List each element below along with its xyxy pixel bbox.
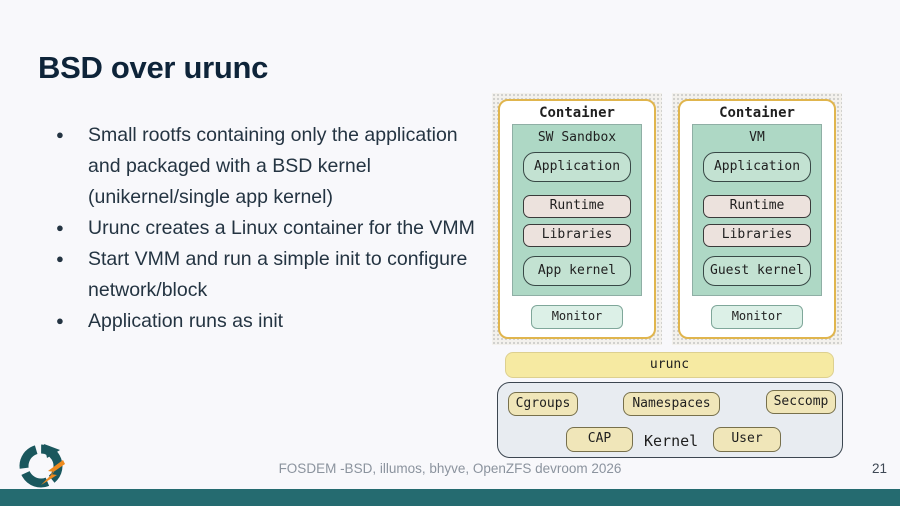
page-number: 21 (871, 461, 887, 476)
container-diagram-right: Container VM Application Runtime Librari… (672, 93, 842, 345)
bullet-text: Urunc creates a Linux container for the … (88, 217, 475, 239)
layer-application: Application (523, 152, 631, 182)
bullet-text: Application runs as init (88, 310, 284, 332)
bottom-accent-bar (0, 489, 900, 506)
bullet-text: Start VMM and run a simple init to confi… (88, 248, 468, 301)
kernel-box: Cgroups Namespaces Seccomp CAP Kernel Us… (497, 382, 843, 458)
kernel-feature-user: User (713, 427, 781, 452)
kernel-feature-cap: CAP (566, 427, 633, 452)
kernel-feature-cgroups: Cgroups (508, 392, 578, 416)
list-item: ● Small rootfs containing only the appli… (56, 120, 476, 213)
footer-text: FOSDEM -BSD, illumos, bhyve, OpenZFS dev… (278, 461, 622, 476)
container-label: Container (539, 105, 615, 121)
monitor-box: Monitor (711, 305, 803, 329)
kernel-feature-namespaces: Namespaces (623, 392, 720, 416)
list-item: ● Start VMM and run a simple init to con… (56, 244, 476, 306)
layer-libraries: Libraries (523, 224, 631, 247)
bullet-dot-icon: ● (56, 220, 64, 235)
bullet-dot-icon: ● (56, 251, 64, 266)
page-title: BSD over urunc (38, 50, 269, 85)
bullet-text: Small rootfs containing only the applica… (88, 124, 458, 208)
layer-application: Application (703, 152, 811, 182)
container-box: Container SW Sandbox Application Runtime… (498, 99, 656, 339)
kernel-feature-seccomp: Seccomp (766, 390, 836, 414)
bullet-dot-icon: ● (56, 127, 64, 142)
list-item: ● Urunc creates a Linux container for th… (56, 213, 476, 244)
layer-app-kernel: App kernel (523, 256, 631, 286)
container-box: Container VM Application Runtime Librari… (678, 99, 836, 339)
sandbox-label: VM (749, 130, 765, 145)
container-label: Container (719, 105, 795, 121)
list-item: ● Application runs as init (56, 306, 476, 337)
layer-guest-kernel: Guest kernel (703, 256, 811, 286)
layer-runtime: Runtime (703, 195, 811, 218)
kernel-label: Kernel (644, 432, 699, 450)
conference-logo-icon (19, 444, 65, 488)
layer-libraries: Libraries (703, 224, 811, 247)
bullet-list: ● Small rootfs containing only the appli… (56, 120, 476, 337)
sw-sandbox-box: SW Sandbox Application Runtime Libraries… (512, 124, 642, 296)
monitor-box: Monitor (531, 305, 623, 329)
urunc-bar: urunc (505, 352, 834, 378)
bullet-dot-icon: ● (56, 313, 64, 328)
sandbox-label: SW Sandbox (537, 130, 617, 145)
container-diagram-left: Container SW Sandbox Application Runtime… (492, 93, 662, 345)
vm-box: VM Application Runtime Libraries Guest k… (692, 124, 822, 296)
layer-runtime: Runtime (523, 195, 631, 218)
